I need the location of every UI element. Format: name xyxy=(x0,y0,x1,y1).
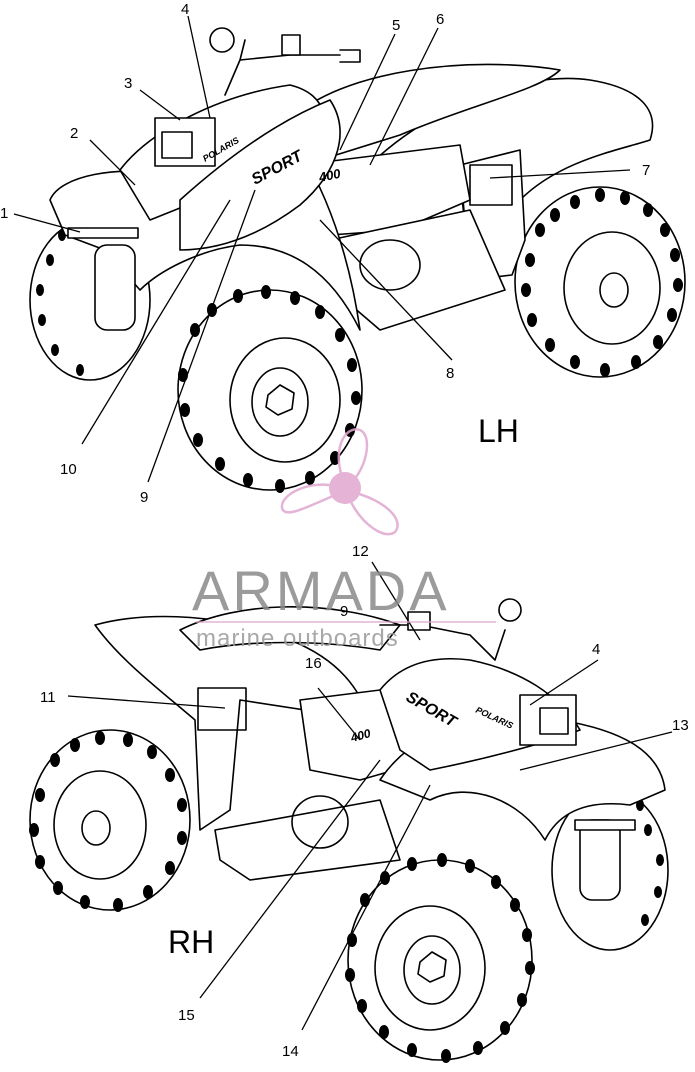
handlebar-rh xyxy=(379,624,506,661)
callout-9-lh: 9 xyxy=(140,489,148,506)
seat-lh xyxy=(289,63,561,161)
callout-9-rh: 9 xyxy=(340,603,348,620)
callout-7: 7 xyxy=(642,162,650,179)
rear-fender-decal-rh xyxy=(197,687,247,731)
front-shock-lh xyxy=(94,244,136,331)
callouts: 1 2 3 4 5 6 7 8 9 10 9 11 12 4 13 14 15 … xyxy=(0,1,689,1060)
view-label-rh: RH xyxy=(168,924,214,960)
fuel-tank-cover-lh xyxy=(179,99,341,251)
propeller-logo xyxy=(280,428,399,536)
footrest-rh xyxy=(214,799,401,881)
atv-right-view: SPORT 400 POLARIS xyxy=(29,598,669,1063)
callout-12: 12 xyxy=(352,543,369,560)
watermark-tagline: marine outboards xyxy=(196,625,399,652)
callout-3: 3 xyxy=(124,75,132,92)
callout-15: 15 xyxy=(178,1007,195,1024)
rear-fender-decal-lh xyxy=(469,164,513,206)
callout-2: 2 xyxy=(70,125,78,142)
front-wheel-near-lh xyxy=(177,285,363,493)
headlight-pod-rh xyxy=(519,694,577,746)
model-decal-lh: 400 xyxy=(317,166,343,186)
mirror-rh xyxy=(498,598,522,622)
callout-4: 4 xyxy=(181,1,189,18)
callout-16: 16 xyxy=(305,655,322,672)
view-label-lh: LH xyxy=(478,413,519,449)
callout-1: 1 xyxy=(0,205,8,222)
callout-4-rh: 4 xyxy=(592,641,600,658)
rear-wheel-lh xyxy=(514,186,686,378)
rear-fender-rh xyxy=(94,615,371,831)
rear-wheel-rh xyxy=(29,729,191,912)
leaders-lh xyxy=(13,15,631,483)
callout-13: 13 xyxy=(672,717,689,734)
front-wheel-near-rh xyxy=(345,853,535,1063)
front-rack-bar-rh xyxy=(574,819,636,831)
callout-5: 5 xyxy=(392,17,400,34)
armada-watermark: ARMADA marine outboards xyxy=(192,428,496,652)
callout-14: 14 xyxy=(282,1043,299,1060)
callout-10: 10 xyxy=(60,461,77,478)
model-decal-rh: 400 xyxy=(348,726,372,745)
front-shock-rh xyxy=(579,819,621,901)
callout-11: 11 xyxy=(40,689,56,706)
mirror-lh xyxy=(209,27,235,53)
leaders-rh xyxy=(67,561,673,1031)
front-rack-bar-lh xyxy=(67,227,139,239)
callout-8: 8 xyxy=(446,365,454,382)
handlebar-lh xyxy=(224,39,361,96)
watermark-brand: ARMADA xyxy=(192,559,450,622)
callout-6: 6 xyxy=(436,11,444,28)
